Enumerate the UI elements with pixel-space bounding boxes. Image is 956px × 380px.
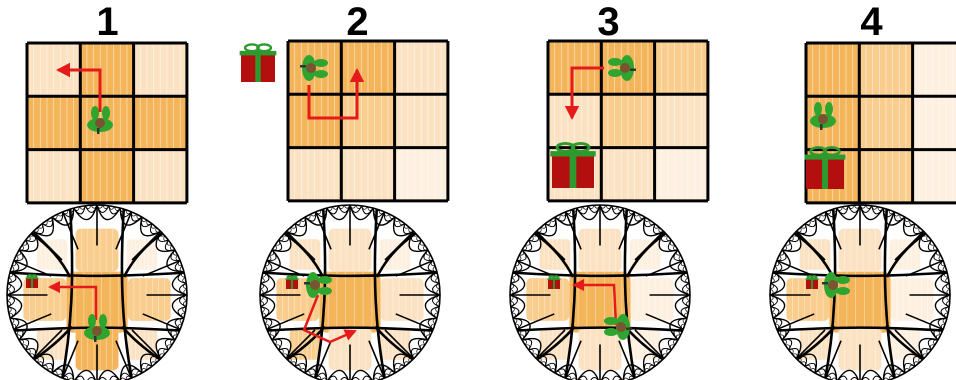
grid-cell [859,96,912,149]
hyperbolic-disk [770,205,950,380]
grid-cell [341,148,394,201]
grid-cell [134,96,187,149]
hyperbolic-disk [510,205,690,380]
grid-cell [806,43,859,96]
grid-cell [913,43,956,96]
hyperbolic-disk [260,205,440,380]
panel-number: 1 [0,2,227,42]
grid-cell [655,148,708,201]
grid-cell [27,150,80,203]
grid-cell [341,94,394,147]
grid-cell [395,41,448,94]
disk-tile [128,278,171,321]
grid-cell [395,148,448,201]
grid-cell [80,150,133,203]
grid-cell [655,94,708,147]
gift-icon [550,143,595,188]
grid-cell [134,150,187,203]
panel-number: 4 [752,2,956,42]
grid-cell [913,96,956,149]
grid-cell [134,43,187,96]
grid-cell [27,96,80,149]
disk-tile [526,278,569,321]
disk-tile [891,278,934,321]
gift-icon [548,276,561,289]
grid-cell [655,41,708,94]
gift-icon [240,44,277,82]
grid-cell [913,150,956,203]
grid-cell [859,150,912,203]
grid-cell [601,148,654,201]
grid-cell [601,94,654,147]
grid-cell [288,148,341,201]
disk-tile [381,278,424,321]
gift-icon [286,276,299,289]
grid-cell [395,94,448,147]
grid-cell [859,43,912,96]
grid-cell [288,94,341,147]
panel-number: 2 [238,2,477,42]
gift-icon [806,276,819,289]
grid-cell [548,94,601,147]
gift-icon [804,147,845,189]
grid-cell [341,41,394,94]
disk-tile [631,278,674,321]
gift-icon [26,275,39,288]
panel-number: 3 [489,2,728,42]
